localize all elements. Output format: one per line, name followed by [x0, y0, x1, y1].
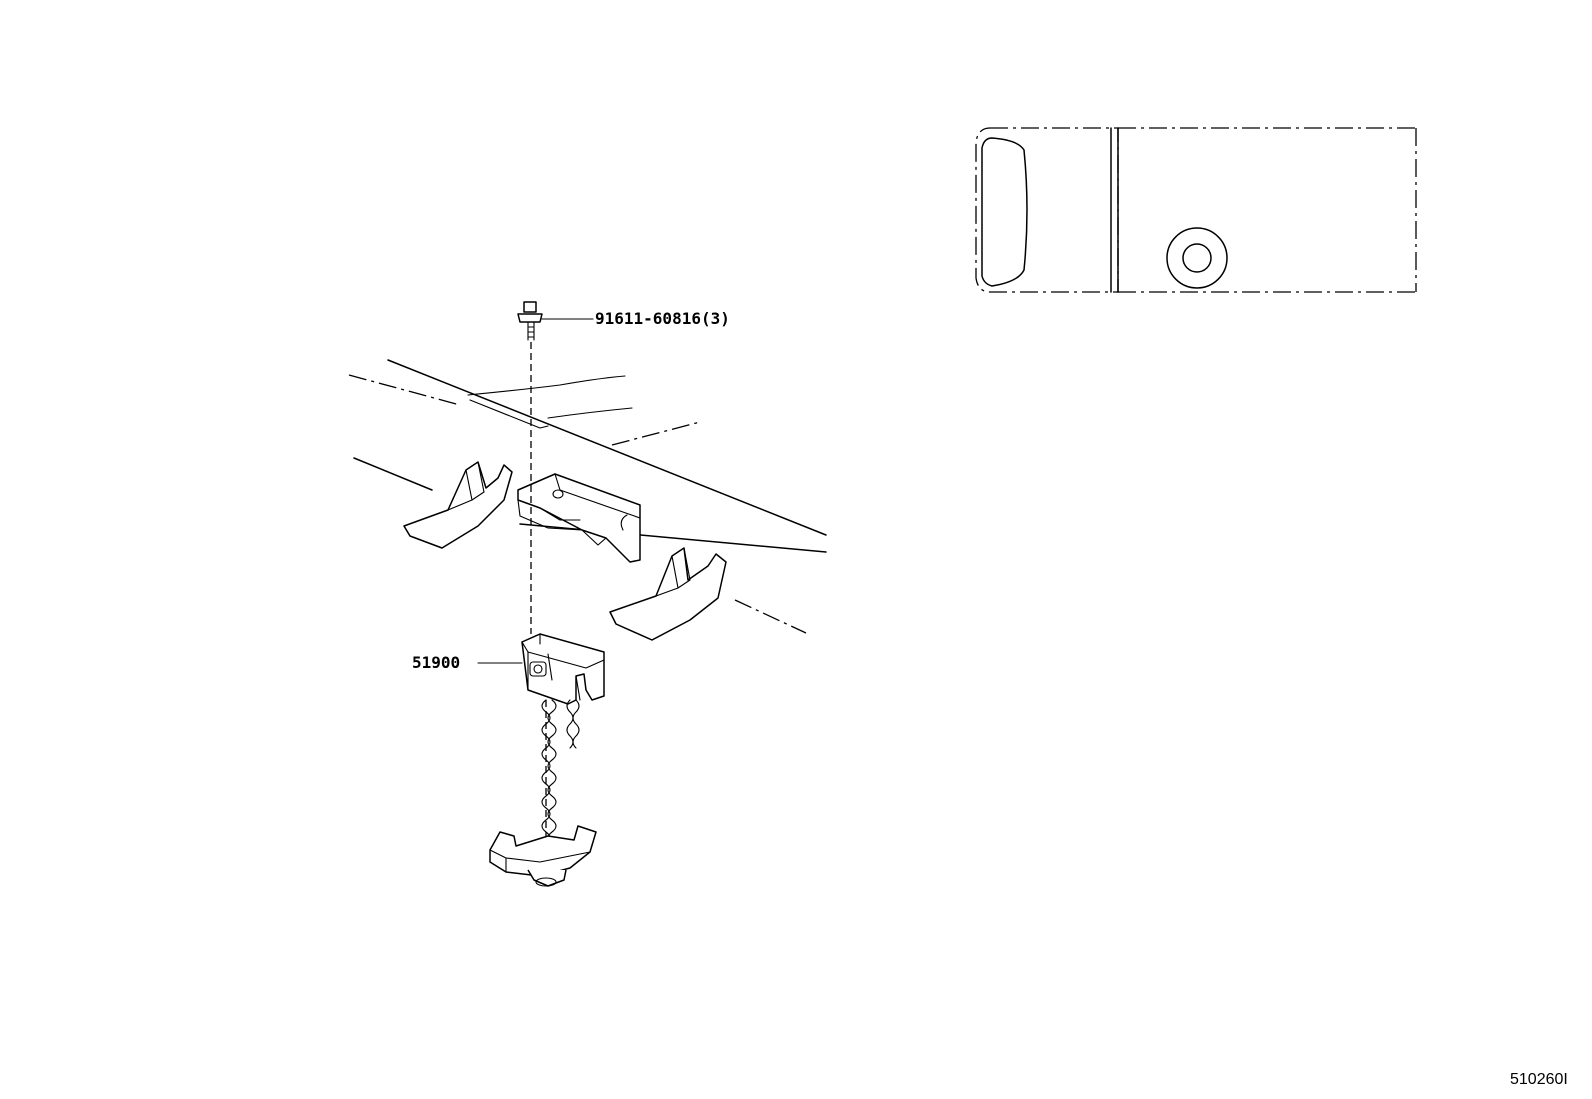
part-callout-carrier[interactable]: 51900 [412, 653, 461, 672]
part-callout-bolt[interactable]: 91611-60816(3) [595, 309, 730, 328]
frame-rail [348, 359, 827, 634]
tire-carrier-assembly [489, 633, 605, 887]
figure-id: 510260I [1510, 1071, 1568, 1088]
vehicle-location-inset [975, 127, 1417, 293]
right-bracket [609, 547, 727, 641]
center-mount-bracket [517, 473, 641, 563]
spare-tire-location-marker [1166, 227, 1228, 289]
left-bracket [403, 461, 513, 549]
flange-bolt [517, 301, 543, 341]
